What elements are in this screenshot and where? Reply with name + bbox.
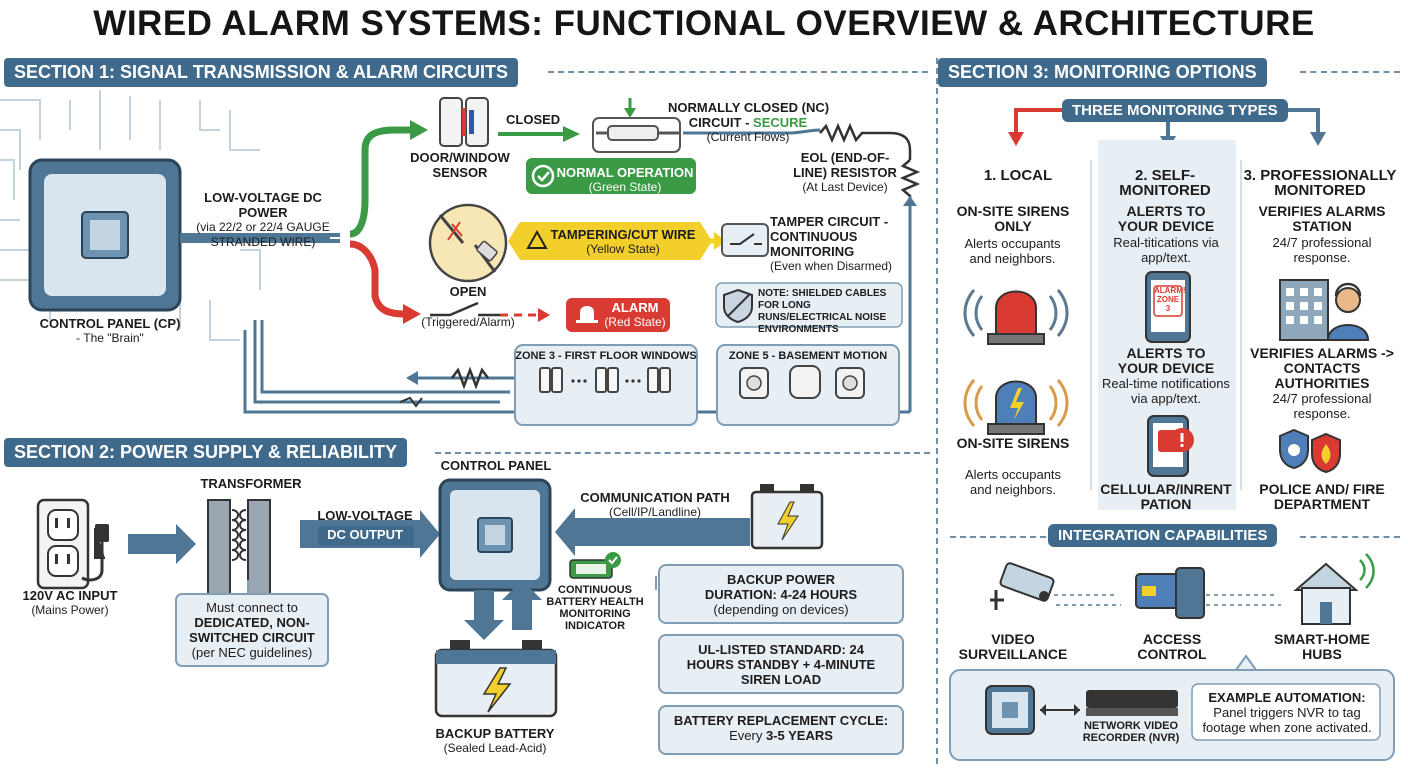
local-desc: Alerts occupants and neighbors. — [964, 236, 1061, 266]
backup-duration-box: BACKUP POWER DURATION: 4-24 HOURS (depen… — [658, 564, 904, 624]
phone-alert-icon — [1145, 271, 1191, 343]
pro-title: 3. PROFESSIONALLY MONITORED — [1243, 167, 1397, 199]
pro-head: VERIFIES ALARMS STATION — [1258, 203, 1386, 234]
divider — [1300, 536, 1400, 538]
zone5-label: ZONE 5 - BASEMENT MOTION — [728, 350, 888, 362]
control-panel-label-2: CONTROL PANEL — [440, 458, 552, 473]
control-panel-chip-2 — [438, 478, 552, 592]
red-siren-icon — [963, 289, 1069, 345]
local-title: 1. LOCAL — [983, 167, 1053, 184]
transformer-label: TRANSFORMER — [200, 476, 302, 491]
tamper-circuit-label: TAMPER CIRCUIT - CONTINUOUS MONITORING (… — [770, 214, 893, 273]
access-label: ACCESS CONTROL — [1137, 631, 1207, 662]
self-head-3: CELLULAR/INRENT PATION — [1100, 481, 1232, 512]
divider — [435, 452, 930, 454]
open-label: OPEN (Triggered/Alarm) — [421, 284, 515, 329]
local-head-2: ON-SITE SIRENS — [956, 435, 1070, 451]
pro-head-3: POLICE AND/ FIRE DEPARTMENT — [1259, 481, 1385, 512]
pro-desc: 24/7 professional response. — [1272, 235, 1372, 265]
divider — [1300, 71, 1400, 73]
sensor-label: DOOR/WINDOW SENSOR — [410, 150, 510, 180]
comm-battery-icon — [750, 484, 824, 550]
nvr-label: NETWORK VIDEO RECORDER (NVR) — [1082, 720, 1180, 744]
ul-standard-box: UL-LISTED STANDARD: 24 HOURS STANDBY + 4… — [658, 634, 904, 694]
phone-notification-icon — [1147, 415, 1194, 477]
smarthome-label: SMART-HOME HUBS — [1274, 631, 1370, 662]
police-fire-badge-icon — [1279, 428, 1341, 474]
backup-battery-label: BACKUP BATTERY (Sealed Lead-Acid) — [435, 726, 555, 755]
section1-diagram — [0, 90, 921, 426]
outlet-icon — [36, 498, 109, 590]
example-automation: EXAMPLE AUTOMATION: Panel triggers NVR t… — [1202, 690, 1372, 735]
cut-wire-icon — [428, 203, 508, 283]
monitoring-station-icon — [1279, 279, 1370, 341]
camera-icon — [990, 562, 1055, 610]
section2-diagram — [36, 478, 824, 718]
section2-heading: SECTION 2: POWER SUPPLY & RELIABILITY — [4, 438, 408, 467]
closed-label: CLOSED — [506, 112, 561, 127]
divider — [950, 536, 1046, 538]
zone3-label: ZONE 3 - FIRST FLOOR WINDOWS — [515, 350, 697, 362]
comm-path-label: COMMUNICATION PATH (Cell/IP/Landline) — [580, 490, 730, 519]
local-head: ON-SITE SIRENS ONLY — [956, 203, 1070, 234]
self-head-2: ALERTS TO YOUR DEVICE — [1117, 345, 1215, 376]
nc-circuit-label: NORMALLY CLOSED (NC) CIRCUIT - SECURE (C… — [668, 100, 830, 144]
pro-desc-2: 24/7 professional response. — [1272, 391, 1372, 421]
local-desc-2: Alerts occupants and neighbors. — [964, 467, 1062, 497]
shielded-cable-note: NOTE: SHIELDED CABLES FOR LONG RUNS/ELEC… — [758, 288, 887, 335]
section3-diagram — [949, 108, 1395, 761]
zone3-sensors — [539, 367, 671, 393]
ellipsis-dots — [571, 379, 641, 383]
self-head: ALERTS TO YOUR DEVICE — [1117, 203, 1215, 234]
dc-output-label: LOW-VOLTAGE DC OUTPUT — [317, 508, 413, 542]
backup-battery-icon — [434, 640, 558, 718]
ac-input-label: 120V AC INPUT (Mains Power) — [22, 588, 118, 617]
phone-alert-text: ALARM! ZONE 3 — [1154, 286, 1186, 313]
tamper-cut-pill: TAMPERING/CUT WIRE (Yellow State) — [550, 227, 696, 256]
eol-label: EOL (END-OF-LINE) RESISTOR (At Last Devi… — [793, 150, 897, 194]
door-window-sensor — [439, 97, 489, 147]
control-panel-label: CONTROL PANEL (CP) - The "Brain" — [39, 316, 181, 345]
blue-siren-icon — [963, 379, 1069, 435]
motion-sensors — [739, 365, 865, 399]
self-title: 2. SELF-MONITORED — [1119, 167, 1211, 199]
circuit-note: Must connect to DEDICATED, NON-SWITCHED … — [189, 600, 315, 660]
page-title: WIRED ALARM SYSTEMS: FUNCTIONAL OVERVIEW… — [93, 4, 1315, 43]
access-control-icon — [1135, 567, 1205, 619]
smart-home-icon — [1293, 553, 1375, 625]
section3-heading: SECTION 3: MONITORING OPTIONS — [938, 58, 1267, 87]
self-desc: Real-titications via app/text. — [1113, 235, 1219, 265]
power-label: LOW-VOLTAGE DC POWER (via 22/2 or 22/4 G… — [196, 190, 330, 249]
divider — [936, 58, 938, 764]
self-desc-2: Real-time notifications via app/text. — [1102, 376, 1230, 406]
divider — [548, 71, 928, 73]
replacement-box: BATTERY REPLACEMENT CYCLE: Every 3-5 YEA… — [658, 705, 904, 755]
alarm-pill: ALARM (Red State) — [604, 300, 666, 329]
section1-heading: SECTION 1: SIGNAL TRANSMISSION & ALARM C… — [4, 58, 519, 87]
normal-operation-pill: NORMAL OPERATION (Green State) — [556, 165, 694, 194]
pro-head-2: VERIFIES ALARMS -> CONTACTS AUTHORITIES — [1250, 345, 1394, 391]
monitoring-types-heading: THREE MONITORING TYPES — [1062, 99, 1288, 122]
integration-heading: INTEGRATION CAPABILITIES — [1048, 524, 1278, 547]
transformer-icon — [207, 499, 271, 599]
video-label: VIDEO SURVEILLANCE — [958, 631, 1068, 662]
control-panel-chip — [28, 158, 182, 312]
battery-health-label: CONTINUOUS BATTERY HEALTH MONITORING IND… — [546, 584, 644, 632]
